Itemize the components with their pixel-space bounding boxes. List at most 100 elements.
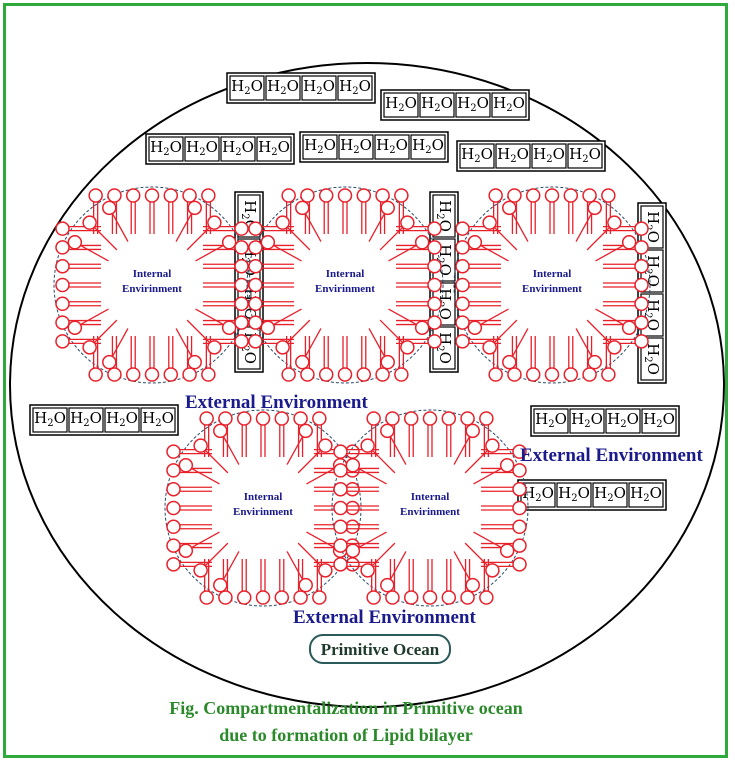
- h2o-label: H2O: [150, 138, 182, 158]
- h2o-label: H2O: [340, 136, 372, 156]
- phospholipid: [337, 188, 353, 234]
- h2o-label: H2O: [412, 136, 444, 156]
- phospholipid: [82, 319, 118, 355]
- h2o-label: H2O: [231, 77, 263, 97]
- phospholipid: [274, 559, 290, 605]
- h2o-molecule: H2O: [148, 136, 184, 162]
- phospholipid: [603, 296, 649, 312]
- phospholipid: [293, 559, 308, 605]
- h2o-molecule: H2O: [556, 482, 592, 508]
- phospholipid: [166, 557, 212, 572]
- phospholipid: [175, 200, 202, 242]
- phospholipid: [464, 542, 500, 578]
- h2o-label: H2O: [258, 138, 290, 158]
- h2o-label: H2O: [642, 343, 662, 375]
- h2o-molecule: H2O: [640, 337, 664, 381]
- phospholipid: [236, 411, 252, 457]
- phospholipid: [455, 258, 501, 274]
- phospholipid: [248, 277, 294, 293]
- h2o-label: H2O: [497, 145, 529, 165]
- h2o-molecule: H2O: [531, 143, 567, 169]
- h2o-label: H2O: [493, 94, 525, 114]
- phospholipid: [295, 328, 322, 370]
- phospholipid: [467, 235, 509, 262]
- caption-line-2: due to formation of Lipid bilayer: [219, 725, 473, 745]
- h2o-molecule: H2O: [495, 143, 531, 169]
- phospholipid: [368, 200, 395, 242]
- phospholipid: [67, 235, 109, 262]
- h2o-label: H2O: [522, 484, 554, 504]
- phospholipid: [166, 519, 212, 535]
- phospholipid: [482, 319, 518, 355]
- caption-line-1: Fig. Compartmentalization in Primitive o…: [169, 698, 522, 718]
- internal-environment-label: Envirinment: [122, 283, 182, 295]
- internal-environment-label: Internal: [244, 491, 283, 503]
- phospholipid: [166, 463, 212, 478]
- external-environment-label-1: External Environment: [185, 392, 368, 413]
- phospholipid: [318, 188, 334, 234]
- h2o-molecule: H2O: [265, 75, 301, 101]
- phospholipid: [403, 559, 419, 605]
- phospholipid: [260, 235, 302, 262]
- external-environment-label-2: External Environment: [520, 445, 703, 466]
- phospholipid: [586, 215, 622, 251]
- internal-environment-label: Envirinment: [233, 506, 293, 518]
- phospholipid: [67, 308, 109, 335]
- h2o-molecule: H2O: [220, 136, 256, 162]
- phospholipid: [333, 500, 379, 516]
- h2o-label: H2O: [70, 409, 102, 429]
- phospholipid: [356, 336, 372, 382]
- phospholipid: [163, 188, 179, 234]
- h2o-molecule: H2O: [640, 205, 664, 249]
- h2o-label: H2O: [385, 94, 417, 114]
- phospholipid: [248, 296, 294, 312]
- phospholipid: [125, 336, 141, 382]
- phospholipid: [337, 336, 353, 382]
- h2o-label: H2O: [142, 409, 174, 429]
- phospholipid: [203, 277, 249, 293]
- h2o-molecule: H2O: [104, 407, 140, 433]
- phospholipid: [178, 531, 220, 558]
- phospholipid: [193, 438, 229, 474]
- phospholipid: [218, 411, 233, 457]
- h2o-label: H2O: [558, 484, 590, 504]
- phospholipid: [297, 542, 333, 578]
- h2o-label: H2O: [34, 409, 66, 429]
- phospholipid: [195, 235, 237, 262]
- primitive-ocean-boundary: [9, 62, 725, 708]
- phospholipid: [403, 411, 419, 457]
- phospholipid: [295, 200, 322, 242]
- h2o-molecule: H2O: [459, 143, 495, 169]
- phospholipid: [575, 328, 602, 370]
- h2o-molecule: H2O: [32, 407, 68, 433]
- h2o-label: H2O: [461, 145, 493, 165]
- h2o-label: H2O: [304, 136, 336, 156]
- phospholipid: [544, 336, 560, 382]
- phospholipid: [441, 411, 457, 457]
- h2o-label: H2O: [421, 94, 453, 114]
- lipid-compartments: InternalEnvirinmentInternalEnvirinmentIn…: [53, 186, 651, 607]
- phospholipid: [380, 423, 407, 465]
- internal-environment-label: Internal: [533, 268, 572, 280]
- compartment-boundary: [331, 409, 529, 607]
- h2o-label: H2O: [569, 145, 601, 165]
- h2o-label: H2O: [303, 77, 335, 97]
- phospholipid: [102, 328, 129, 370]
- phospholipid: [286, 551, 313, 593]
- h2o-molecule: H2O: [455, 92, 491, 118]
- phospholipid: [379, 319, 415, 355]
- phospholipid: [195, 308, 237, 335]
- h2o-label: H2O: [106, 409, 138, 429]
- phospholipid: [236, 559, 252, 605]
- h2o-molecule: H2O: [338, 134, 374, 160]
- phospholipid: [422, 559, 438, 605]
- phospholipid: [203, 315, 249, 330]
- h2o-molecule: H2O: [520, 482, 556, 508]
- phospholipid: [385, 411, 400, 457]
